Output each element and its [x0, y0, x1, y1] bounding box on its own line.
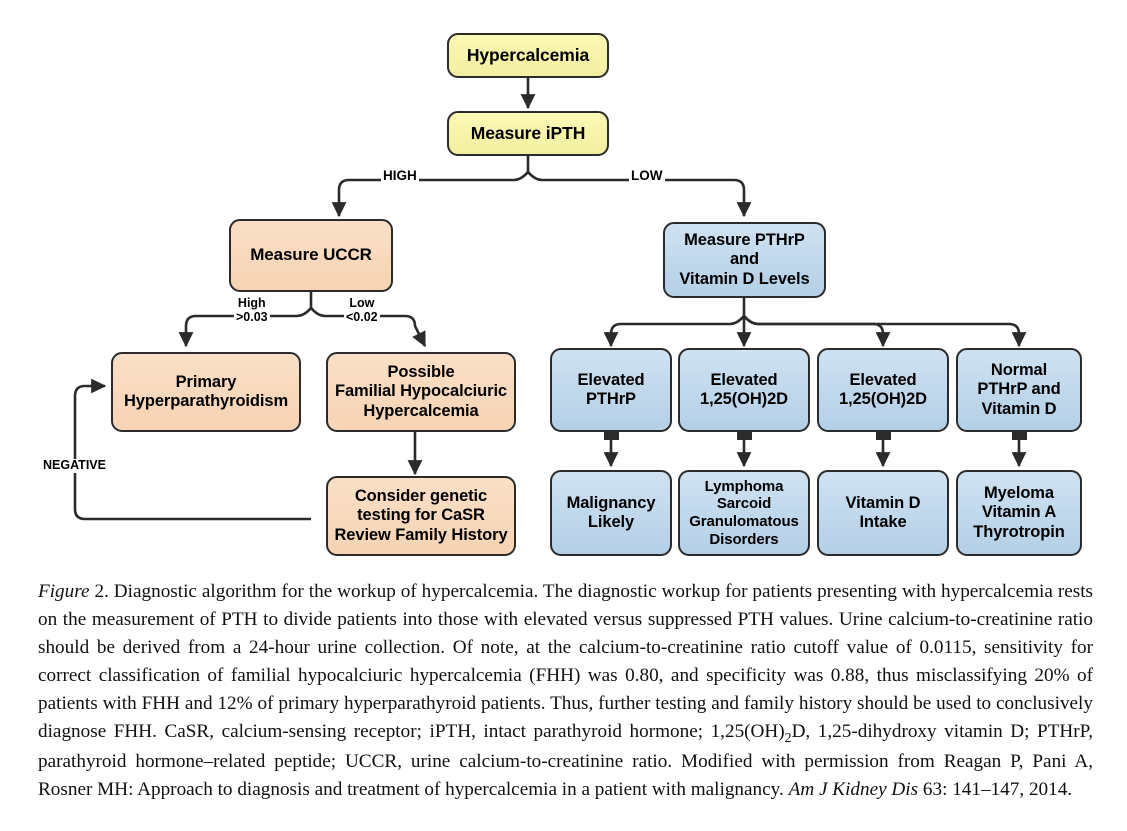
node-measure-pthrp-vitamind-label: Measure PTHrP and Vitamin D Levels [679, 230, 810, 288]
node-measure-pthrp-vitamind[interactable]: Measure PTHrP and Vitamin D Levels [663, 222, 826, 298]
edge-label-uccr-low: Low <0.02 [344, 296, 380, 325]
caption-figure-label: Figure [38, 581, 90, 602]
edge-pthrp-branch-4 [743, 315, 1027, 348]
edge-label-negative: NEGATIVE [41, 458, 108, 473]
node-measure-uccr[interactable]: Measure UCCR [229, 219, 393, 292]
flowchart-connectors [73, 78, 1027, 521]
node-myeloma-vitamina-thyrotropin-label: Myeloma Vitamin A Thyrotropin [973, 483, 1065, 541]
edge-uccr-high [178, 307, 312, 348]
node-elevated-125ohd-b-label: Elevated 1,25(OH)2D [839, 370, 927, 408]
node-consider-genetic-testing-label: Consider genetic testing for CaSR Review… [334, 486, 508, 544]
node-primary-hyperparathyroidism[interactable]: Primary Hyperparathyroidism [111, 352, 301, 432]
node-lymphoma-sarcoid[interactable]: Lymphoma Sarcoid Granulomatous Disorders [678, 470, 810, 556]
edge-uccr-low [310, 307, 427, 348]
node-measure-uccr-label: Measure UCCR [250, 245, 372, 265]
node-myeloma-vitamina-thyrotropin[interactable]: Myeloma Vitamin A Thyrotropin [956, 470, 1082, 556]
node-vitamin-d-intake[interactable]: Vitamin D Intake [817, 470, 949, 556]
node-lymphoma-sarcoid-label: Lymphoma Sarcoid Granulomatous Disorders [689, 477, 799, 548]
node-possible-fhh[interactable]: Possible Familial Hypocalciuric Hypercal… [326, 352, 516, 432]
caption-subscript-2: 2 [784, 729, 792, 745]
caption-journal-name: Am J Kidney Dis [788, 778, 919, 800]
node-measure-ipth[interactable]: Measure iPTH [447, 111, 609, 156]
edge-label-uccr-high: High >0.03 [234, 296, 270, 325]
edge-ipth-high [331, 171, 529, 218]
edge-pthrp-branch-1 [603, 315, 745, 348]
node-elevated-125ohd-a[interactable]: Elevated 1,25(OH)2D [678, 348, 810, 432]
node-possible-fhh-label: Possible Familial Hypocalciuric Hypercal… [334, 362, 508, 420]
node-normal-pthrp-vitamind[interactable]: Normal PTHrP and Vitamin D [956, 348, 1082, 432]
caption-body-1: Diagnostic algorithm for the workup of h… [38, 581, 1093, 742]
figure-caption: Figure 2. Diagnostic algorithm for the w… [38, 578, 1093, 804]
node-hypercalcemia[interactable]: Hypercalcemia [447, 33, 609, 78]
node-malignancy-likely[interactable]: Malignancy Likely [550, 470, 672, 556]
node-elevated-125ohd-a-label: Elevated 1,25(OH)2D [700, 370, 788, 408]
edge-label-high: HIGH [381, 168, 419, 184]
caption-body-3: 63: 141–147, 2014. [918, 778, 1073, 800]
node-normal-pthrp-vitamind-label: Normal PTHrP and Vitamin D [977, 360, 1061, 418]
node-elevated-125ohd-b[interactable]: Elevated 1,25(OH)2D [817, 348, 949, 432]
node-primary-hyperparathyroidism-label: Primary Hyperparathyroidism [123, 372, 289, 410]
node-malignancy-likely-label: Malignancy Likely [566, 493, 656, 531]
caption-body-2: D, 1,25-dihydroxy vitamin D; PTHrP, para… [38, 720, 1093, 800]
caption-figure-number: 2. [94, 581, 109, 602]
node-elevated-pthrp[interactable]: Elevated PTHrP [550, 348, 672, 432]
flowchart-diagram: Hypercalcemia Measure iPTH Measure UCCR … [41, 33, 1082, 556]
edge-pthrp-branch-3 [743, 315, 891, 348]
node-consider-genetic-testing[interactable]: Consider genetic testing for CaSR Review… [326, 476, 516, 556]
edge-label-low: LOW [629, 168, 665, 184]
edge-negative-feedback [73, 378, 311, 521]
node-vitamin-d-intake-label: Vitamin D Intake [845, 493, 921, 531]
node-hypercalcemia-label: Hypercalcemia [466, 45, 590, 66]
node-elevated-pthrp-label: Elevated PTHrP [577, 370, 645, 408]
edge-ipth-low [527, 171, 752, 218]
node-measure-ipth-label: Measure iPTH [470, 123, 586, 144]
